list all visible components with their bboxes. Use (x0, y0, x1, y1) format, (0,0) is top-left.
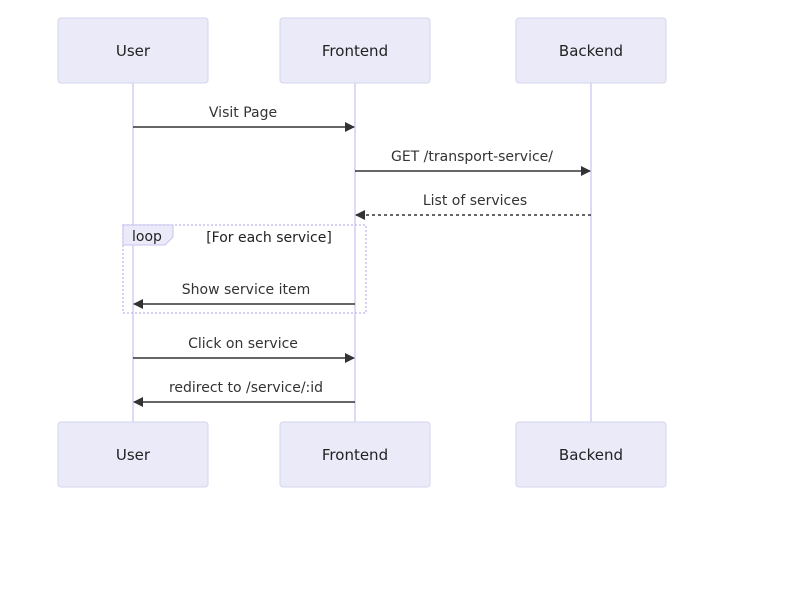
actor-user-top: User (57, 17, 209, 84)
message-label: List of services (423, 193, 527, 209)
message-redirect: redirect to /service/:id (133, 380, 355, 407)
message-click-on-service: Click on service (133, 336, 355, 363)
message-show-service-item: Show service item (133, 282, 355, 309)
message-label: Show service item (182, 282, 310, 298)
message-label: Visit Page (209, 105, 277, 121)
actor-user-label: User (116, 42, 151, 60)
actor-backend-top: Backend (515, 17, 667, 84)
message-label: GET /transport-service/ (391, 149, 553, 165)
actor-frontend-label: Frontend (322, 42, 388, 60)
message-get-transport-service: GET /transport-service/ (355, 149, 591, 176)
message-label: redirect to /service/:id (169, 380, 323, 396)
actor-backend-label: Backend (559, 446, 623, 464)
loop-frame: loop [For each service] (122, 224, 367, 314)
actor-frontend-label: Frontend (322, 446, 388, 464)
message-visit-page: Visit Page (133, 105, 355, 132)
message-label: Click on service (188, 336, 298, 352)
actor-user-bottom: User (57, 421, 209, 488)
actor-frontend-top: Frontend (279, 17, 431, 84)
loop-tab (122, 224, 174, 246)
actor-backend-bottom: Backend (515, 421, 667, 488)
loop-keyword: loop (132, 229, 162, 245)
actor-frontend-bottom: Frontend (279, 421, 431, 488)
loop-condition: [For each service] (206, 230, 332, 246)
actor-user-label: User (116, 446, 151, 464)
message-list-of-services: List of services (355, 193, 591, 220)
actor-backend-label: Backend (559, 42, 623, 60)
